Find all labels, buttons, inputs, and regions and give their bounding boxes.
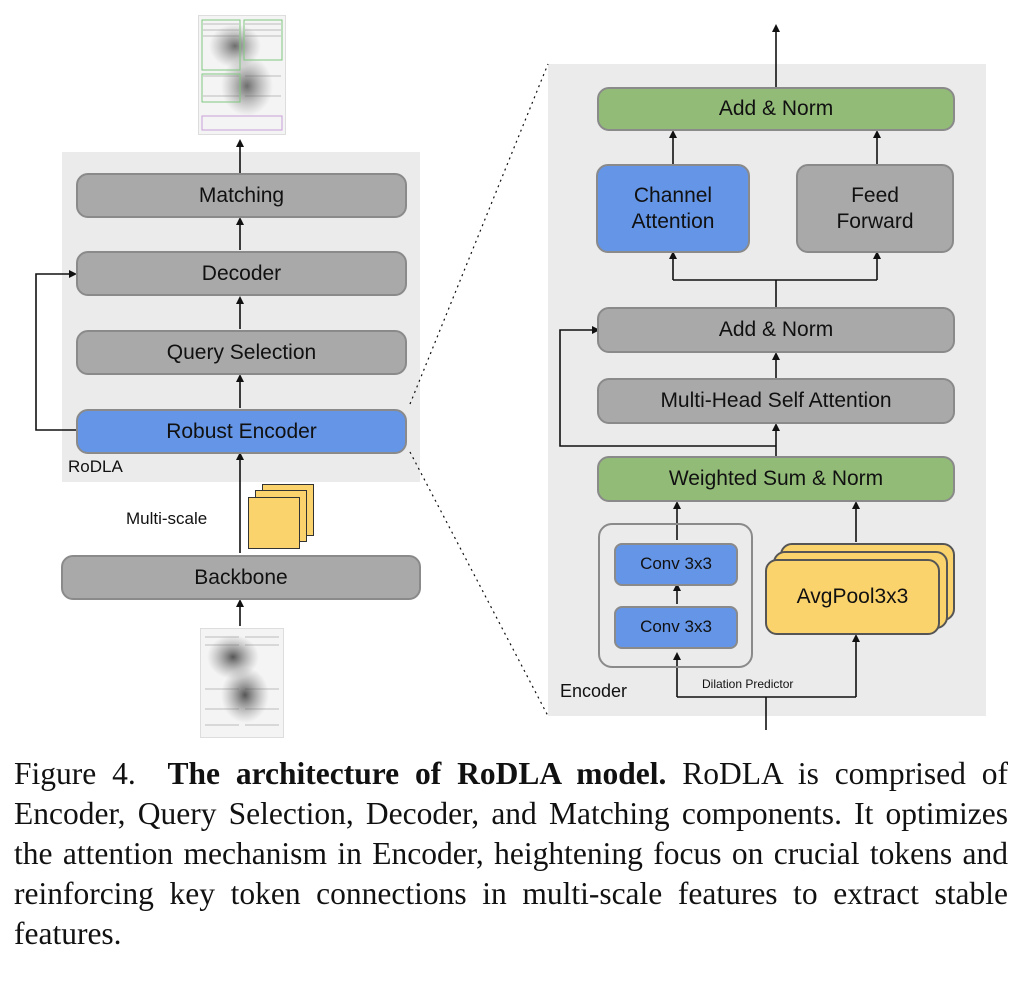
- figure-caption: Figure 4. The architecture of RoDLA mode…: [14, 754, 1008, 954]
- conv-group-frame: [598, 523, 753, 668]
- dilation-predictor-label: Dilation Predictor: [702, 677, 794, 691]
- channel-attention-block: Channel Attention: [596, 164, 750, 253]
- output-document-image: [198, 15, 286, 135]
- channel-attention-line1: Channel: [633, 184, 713, 208]
- weighted-sum-norm-block: Weighted Sum & Norm: [597, 456, 955, 502]
- robust-encoder-block: Robust Encoder: [76, 409, 407, 454]
- mhsa-block: Multi-Head Self Attention: [597, 378, 955, 424]
- avgpool-block: AvgPool3x3: [765, 559, 940, 635]
- figure-label: Figure 4.: [14, 756, 136, 791]
- feed-forward-line2: Forward: [836, 209, 914, 233]
- add-norm-mid-block: Add & Norm: [597, 307, 955, 353]
- matching-block: Matching: [76, 173, 407, 218]
- conv-top-block: Conv 3x3: [614, 543, 738, 586]
- decoder-block: Decoder: [76, 251, 407, 296]
- multi-scale-label: Multi-scale: [126, 509, 208, 528]
- backbone-block: Backbone: [61, 555, 421, 600]
- caption-title: The architecture of RoDLA model.: [167, 756, 667, 791]
- feature-map-stack-front: [248, 497, 300, 549]
- input-document-image: [200, 628, 284, 738]
- caption-body: RoDLA is comprised of Encoder, Query Sel…: [14, 756, 1009, 951]
- rodla-panel-label: RoDLA: [68, 457, 123, 476]
- feed-forward-block: Feed Forward: [796, 164, 954, 253]
- conv-bottom-block: Conv 3x3: [614, 606, 738, 649]
- feed-forward-line1: Feed: [851, 184, 899, 208]
- channel-attention-line2: Attention: [631, 209, 715, 233]
- encoder-panel-label: Encoder: [560, 681, 628, 701]
- add-norm-top-block: Add & Norm: [597, 87, 955, 131]
- query-selection-block: Query Selection: [76, 330, 407, 375]
